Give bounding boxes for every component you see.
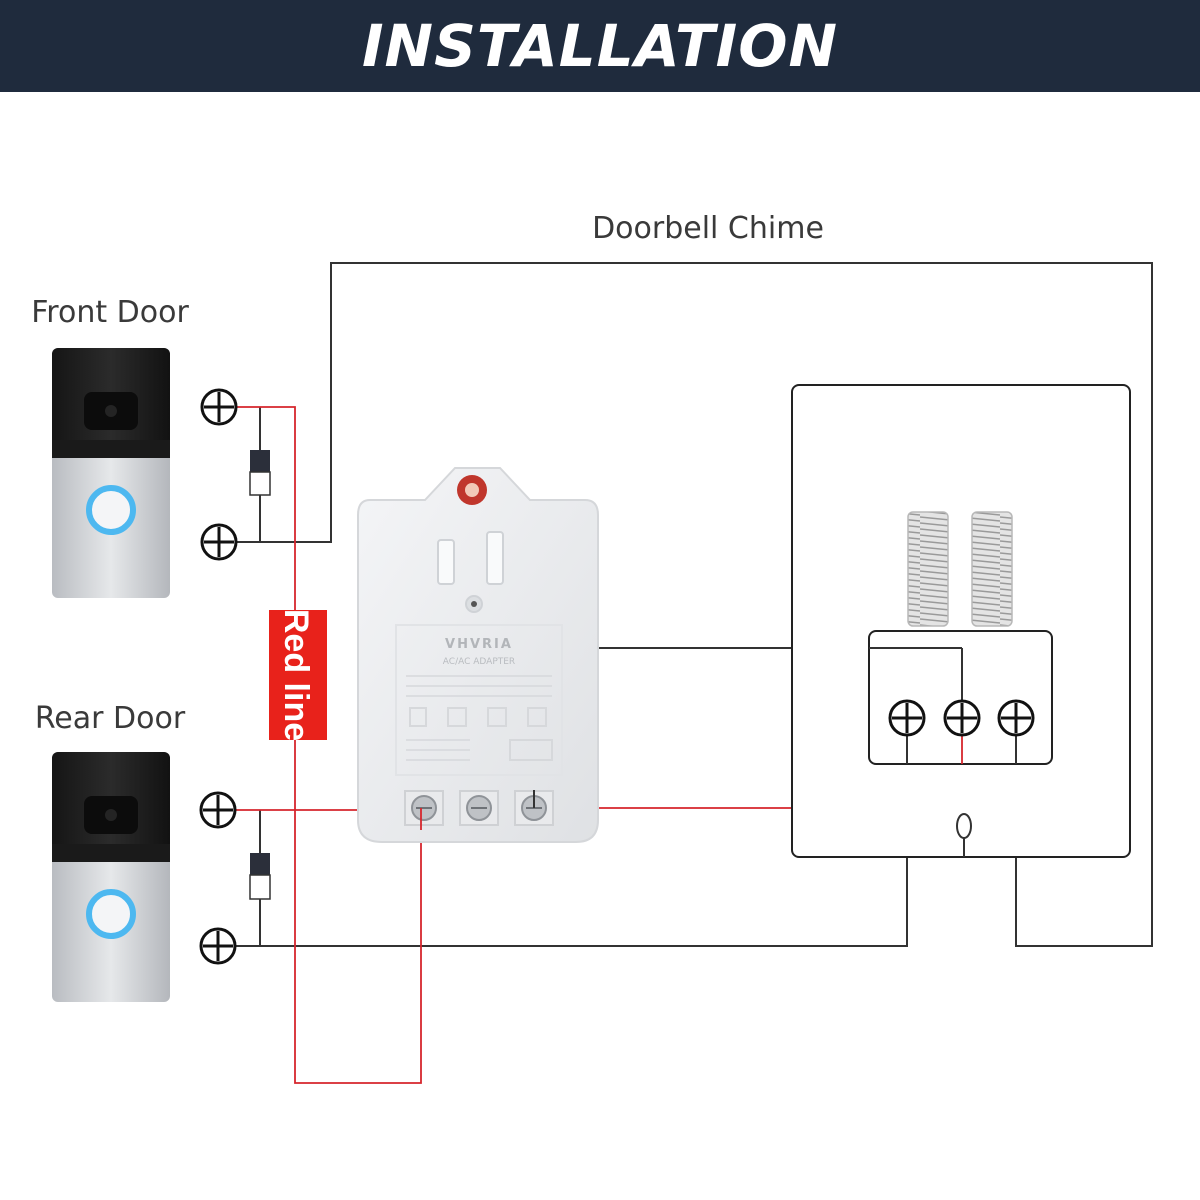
page-title: INSTALLATION <box>361 12 839 80</box>
terminal-plus-icon <box>997 699 1035 737</box>
terminal-plus-icon <box>200 388 238 426</box>
transformer-subtitle: AC/AC ADAPTER <box>443 657 515 667</box>
chime-label: Doorbell Chime <box>592 211 824 246</box>
chime-housing <box>791 384 1131 858</box>
terminal-plus-icon <box>199 791 237 829</box>
doorbell-button-ring-icon <box>86 889 136 939</box>
red-line-label: Red line <box>277 609 315 741</box>
red-loop-wire <box>236 406 422 1084</box>
fuse-icon <box>956 813 972 857</box>
transformer: VHVRIA AC/AC ADAPTER <box>357 467 599 843</box>
rear-doorbell <box>52 752 170 1002</box>
front-to-chime-wire <box>236 262 1153 947</box>
red-line-tag: Red line <box>269 609 327 741</box>
screw-terminal-icon <box>459 790 499 826</box>
doorbell-chime <box>791 384 1131 858</box>
front-door-label: Front Door <box>31 295 189 330</box>
rear-door-label: Rear Door <box>35 701 186 736</box>
terminal-plus-icon <box>943 699 981 737</box>
plug-prong-icon <box>437 531 504 613</box>
transformer-brand: VHVRIA <box>445 637 513 652</box>
screw-terminal-icon <box>404 790 444 826</box>
header-banner: INSTALLATION <box>0 0 1200 92</box>
front-doorbell <box>52 348 170 598</box>
chime-spring-icon <box>971 511 1013 627</box>
chime-spring-icon <box>907 511 949 627</box>
terminal-plus-icon <box>200 523 238 561</box>
diode-icon <box>249 853 271 900</box>
chime-terminal-block <box>868 630 1053 765</box>
terminal-plus-icon <box>199 927 237 965</box>
terminal-plus-icon <box>888 699 926 737</box>
doorbell-button-ring-icon <box>86 485 136 535</box>
diode-icon <box>249 450 271 496</box>
transformer-label-plate <box>395 624 563 776</box>
